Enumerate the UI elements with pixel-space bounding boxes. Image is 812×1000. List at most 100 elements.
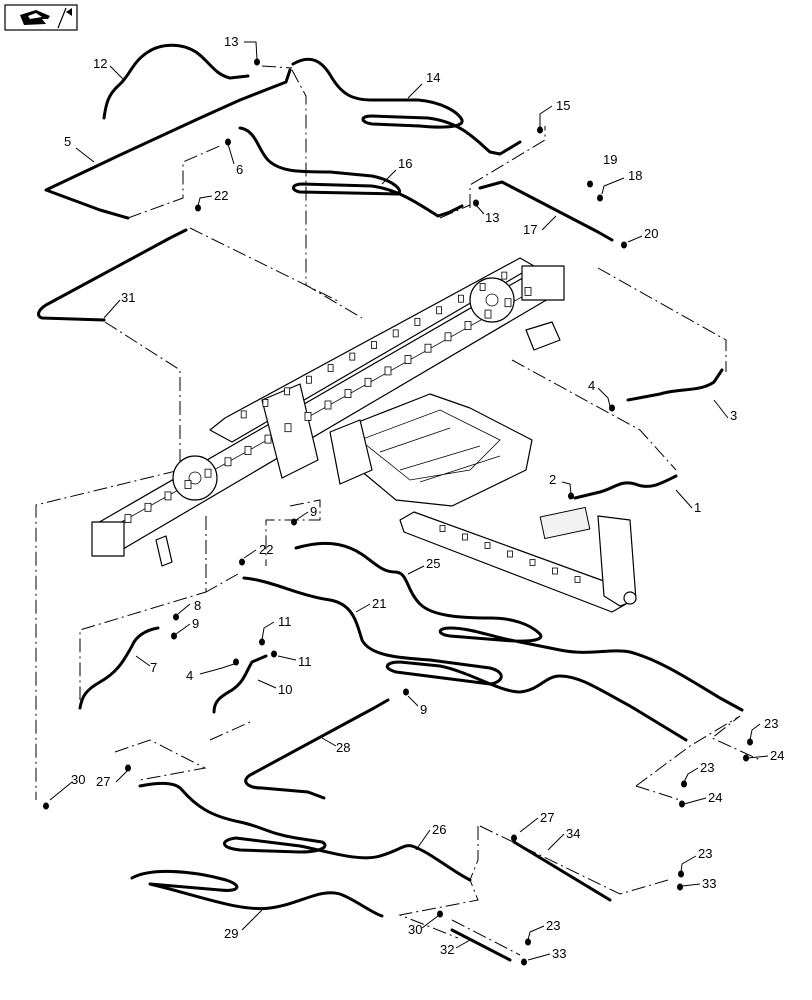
guide-line xyxy=(635,715,761,787)
fitting-marker xyxy=(681,780,687,788)
leader-line xyxy=(135,655,151,667)
leader-line xyxy=(49,781,73,801)
frame-detail xyxy=(529,559,536,566)
hose-25 xyxy=(294,541,744,712)
leader-line xyxy=(407,695,419,707)
fitting-marker xyxy=(173,613,179,621)
guide-line xyxy=(127,144,223,219)
callout-label: 27 xyxy=(540,810,554,825)
frame-detail xyxy=(204,468,212,478)
leader-line xyxy=(683,767,699,783)
frame-detail xyxy=(444,332,452,342)
hose-1 xyxy=(573,474,678,500)
callout-label: 19 xyxy=(603,152,617,167)
frame-detail xyxy=(324,400,332,410)
callout-label: 33 xyxy=(552,946,566,961)
fitting-marker xyxy=(747,738,753,746)
frame-detail xyxy=(436,306,443,315)
hose-7 xyxy=(78,626,160,710)
frame-detail xyxy=(524,286,532,296)
implement-frame xyxy=(91,257,637,613)
callout-label: 32 xyxy=(440,942,454,957)
callout-label: 28 xyxy=(336,740,350,755)
leader-line xyxy=(519,817,539,833)
hose-32 xyxy=(450,928,512,962)
leader-line xyxy=(561,481,572,495)
callout-label: 4 xyxy=(186,668,193,683)
frame-detail xyxy=(484,309,492,319)
left-stand xyxy=(155,535,173,567)
page-flip-button[interactable] xyxy=(4,4,78,31)
hopper xyxy=(337,393,533,507)
callout-label: 9 xyxy=(420,702,427,717)
guide-line xyxy=(511,359,677,471)
fitting-marker xyxy=(171,632,177,640)
frame-detail xyxy=(424,343,432,353)
callout-label: 13 xyxy=(224,34,238,49)
callout-label: 22 xyxy=(259,542,273,557)
leader-line xyxy=(527,925,545,941)
leader-line xyxy=(197,195,213,207)
leader-line xyxy=(321,737,337,747)
callout-label: 20 xyxy=(644,226,658,241)
fitting-marker xyxy=(254,58,260,66)
callout-label: 30 xyxy=(71,772,85,787)
callout-label: 9 xyxy=(310,504,317,519)
leader-line xyxy=(547,833,565,851)
fitting-marker xyxy=(678,870,684,878)
leader-line xyxy=(115,769,129,783)
callout-label: 7 xyxy=(150,660,157,675)
fitting-marker xyxy=(239,558,245,566)
leader-line xyxy=(597,387,611,407)
fitting-marker xyxy=(743,754,749,762)
fitting-marker xyxy=(43,802,49,810)
frame-detail xyxy=(392,329,399,338)
guide-line xyxy=(597,267,727,372)
hose-10 xyxy=(212,654,268,714)
frame-detail xyxy=(404,355,412,364)
callout-label: 21 xyxy=(372,596,386,611)
hose-12 xyxy=(102,43,250,120)
callout-label: 16 xyxy=(398,156,412,171)
callout-label: 25 xyxy=(426,556,440,571)
fitting-marker xyxy=(621,241,627,249)
callout-label: 34 xyxy=(566,826,580,841)
callout-label: 4 xyxy=(588,378,595,393)
callout-label: 6 xyxy=(236,162,243,177)
leader-line xyxy=(683,797,707,805)
callout-label: 3 xyxy=(730,408,737,423)
leader-line xyxy=(277,655,297,661)
fitting-marker xyxy=(473,199,479,207)
guide-line xyxy=(261,65,293,69)
leader-line xyxy=(747,755,769,759)
fitting-marker xyxy=(125,764,131,772)
leader-line xyxy=(75,147,95,163)
fitting-marker xyxy=(525,938,531,946)
guide-line xyxy=(635,785,681,801)
fitting-marker xyxy=(511,834,517,842)
callout-label: 30 xyxy=(408,922,422,937)
leader-line xyxy=(109,65,125,81)
callout-label: 24 xyxy=(770,748,784,763)
dash-dot-guides xyxy=(35,65,761,956)
guide-line xyxy=(265,499,321,566)
leader-line xyxy=(227,143,235,165)
hose-5 xyxy=(44,68,292,220)
fitting-marker xyxy=(233,658,239,666)
leader-line xyxy=(407,83,423,99)
leader-line xyxy=(175,623,191,635)
fitting-marker xyxy=(271,650,277,658)
leader-line xyxy=(713,399,729,419)
hose-31 xyxy=(37,228,188,322)
hose-29 xyxy=(130,870,384,918)
hose-26 xyxy=(138,781,472,882)
hydraulic-lines xyxy=(37,43,744,962)
hose-14 xyxy=(291,57,522,156)
frame-detail xyxy=(507,550,513,558)
frame-detail xyxy=(164,491,172,501)
leader-line xyxy=(407,565,425,575)
fitting-marker xyxy=(437,910,443,918)
left-disc xyxy=(172,455,218,501)
frame-detail xyxy=(457,294,464,303)
